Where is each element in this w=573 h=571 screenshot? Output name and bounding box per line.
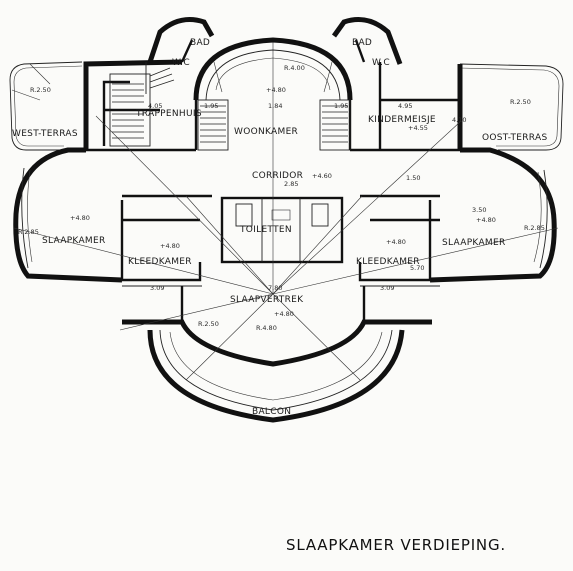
- room-trappenhuis: TRAPPENHUIS: [135, 109, 202, 119]
- west-terrace-outline: [9, 61, 83, 151]
- dim-460: +4.60: [312, 172, 332, 180]
- dim-570: 5.70: [410, 264, 424, 272]
- room-wc-right: W.C: [372, 58, 390, 68]
- corridor-walls: [13, 147, 557, 283]
- dim-480-kleedkamer-right: +4.80: [386, 238, 406, 246]
- dim-r285-right: R.2.85: [524, 224, 545, 232]
- room-kindermeisje: KINDERMEISJE: [368, 115, 436, 125]
- room-slaapkamer-right: SLAAPKAMER: [442, 238, 506, 248]
- dim-480-top: +4.80: [266, 86, 286, 94]
- right-bath-tower: [331, 17, 403, 65]
- dim-480-slaapkamer-right: +4.80: [476, 216, 496, 224]
- dim-r400: R.4.00: [284, 64, 305, 72]
- balcony-outline: [147, 329, 405, 423]
- room-woonkamer: WOONKAMER: [234, 127, 298, 137]
- left-bath-tower: [145, 17, 215, 94]
- bedroom-partitions: [120, 200, 440, 287]
- dim-480-slaapkamer-left: +4.80: [70, 214, 90, 222]
- dim-480-kleedkamer-left: +4.80: [160, 242, 180, 250]
- dim-195-right: 1.95: [334, 102, 348, 110]
- dim-309-left: 3.09: [150, 284, 164, 292]
- dim-r250-top-right: R.2.50: [510, 98, 531, 106]
- dim-410: 4.10: [452, 116, 466, 124]
- dim-780: 7.80: [268, 284, 282, 292]
- room-bad-left: BAD: [190, 38, 210, 48]
- east-terrace-outline: [459, 63, 564, 151]
- dim-405: 4.05: [148, 102, 162, 110]
- dim-150: 1.50: [406, 174, 420, 182]
- slaapvertrek-walls: [122, 286, 432, 367]
- room-toiletten: TOILETTEN: [239, 225, 292, 235]
- dim-r250-top-left: R.2.50: [30, 86, 51, 94]
- room-slaapvertrek: SLAAPVERTREK: [230, 295, 304, 305]
- toilets-block: [220, 196, 344, 264]
- dim-350: 3.50: [472, 206, 486, 214]
- room-corridor: CORRIDOR: [252, 171, 303, 181]
- dim-r250: R.2.50: [198, 320, 219, 328]
- dim-r285-left: R.2.85: [18, 228, 39, 236]
- dim-184: 1.84: [268, 102, 282, 110]
- room-kleedkamer-left: KLEEDKAMER: [128, 257, 192, 267]
- dim-495: 4.95: [398, 102, 412, 110]
- woonkamer-stair-left: [197, 99, 229, 151]
- room-kleedkamer-right: KLEEDKAMER: [356, 257, 420, 267]
- room-west-terras: WEST-TERRAS: [12, 129, 78, 139]
- sheet-title: SLAAPKAMER VERDIEPING.: [286, 536, 506, 554]
- dim-309-right: 3.09: [380, 284, 394, 292]
- room-slaapkamer-left: SLAAPKAMER: [42, 236, 106, 246]
- dim-195-left: 1.95: [204, 102, 218, 110]
- dim-455: +4.55: [408, 124, 428, 132]
- room-oost-terras: OOST-TERRAS: [482, 133, 547, 143]
- woonkamer-stair-right: [319, 99, 351, 151]
- dim-285: 2.85: [284, 180, 298, 188]
- room-bad-right: BAD: [352, 38, 372, 48]
- room-wc-left: W.C: [172, 58, 190, 68]
- main-stair: [109, 67, 175, 147]
- dim-r480: R.4.80: [256, 324, 277, 332]
- dim-480-slaapvertrek: +4.80: [274, 310, 294, 318]
- construction-lines: [13, 42, 559, 381]
- room-balcon: BALCON: [252, 407, 291, 417]
